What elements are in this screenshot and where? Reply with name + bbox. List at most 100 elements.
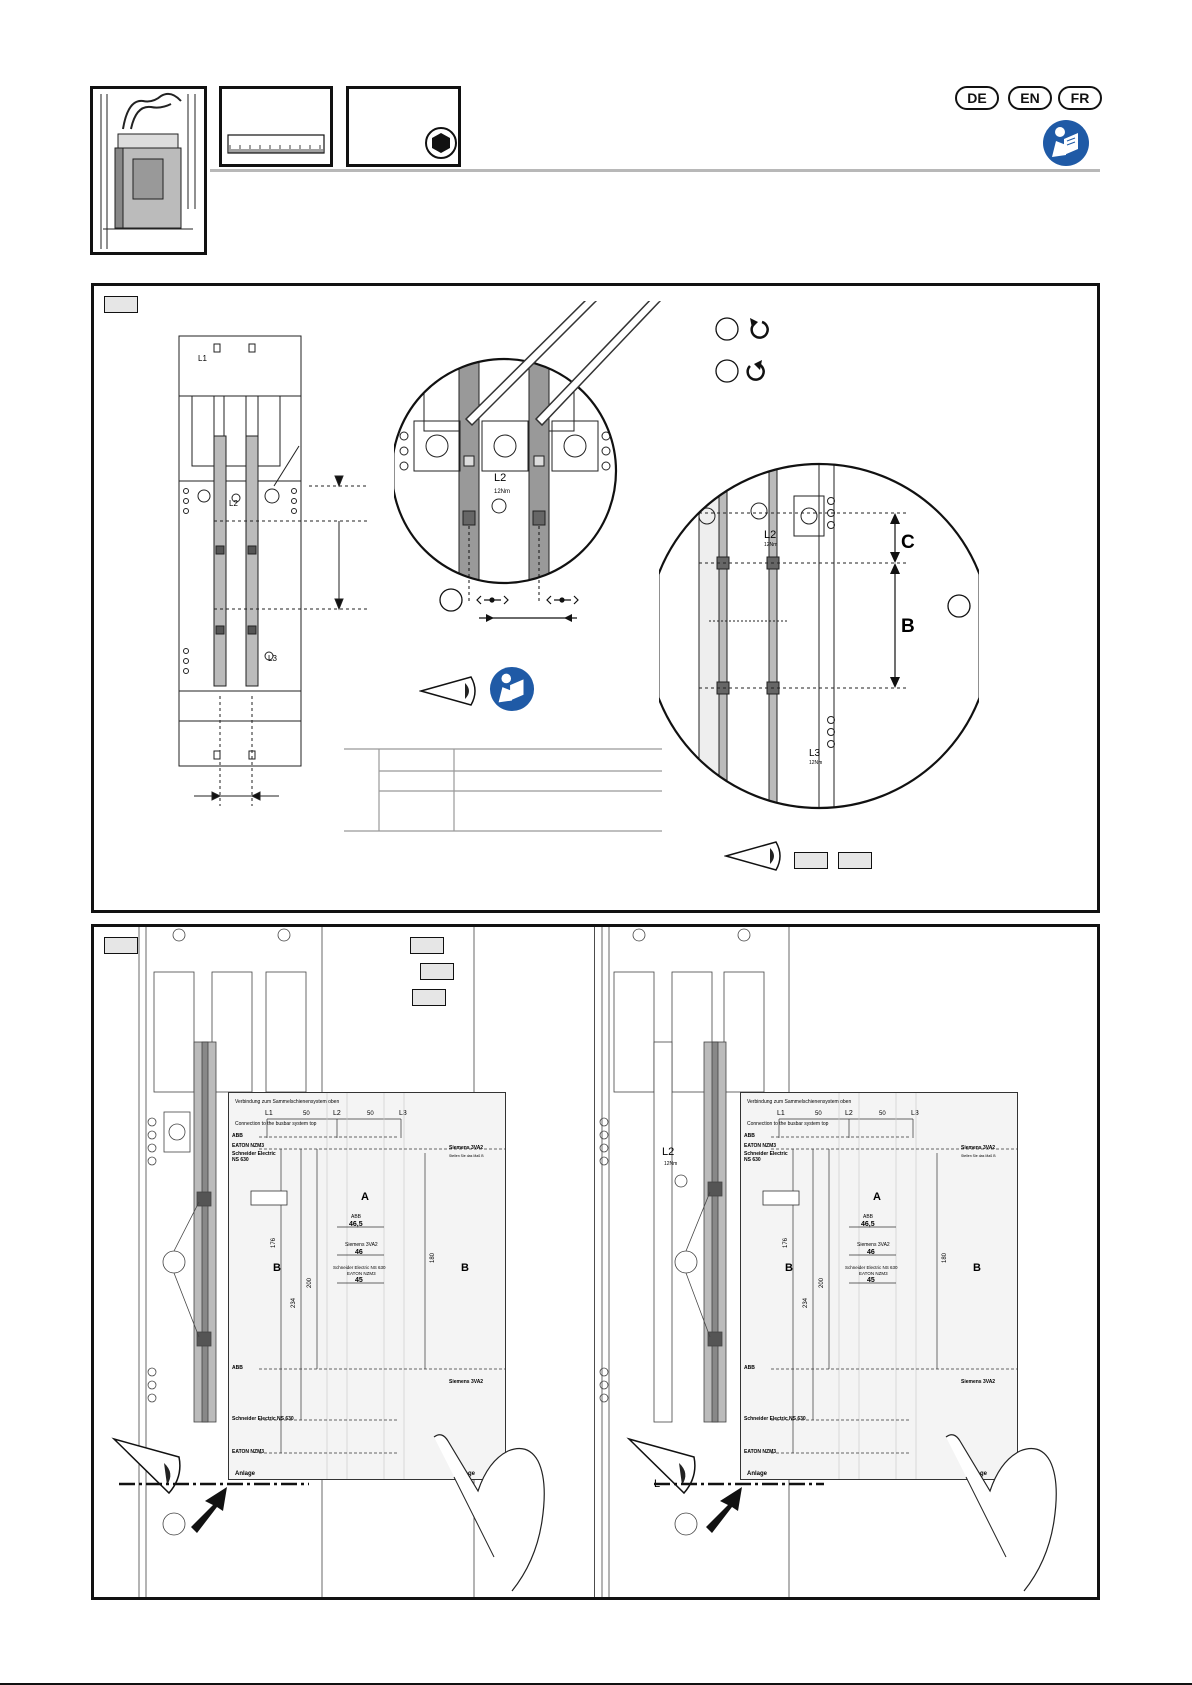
hex-tool-box (346, 86, 461, 167)
hand-holding-gauge-left (433, 1434, 545, 1592)
dim-siemens-label-2: Siemens 3VA2 (857, 1242, 890, 1248)
dim-schneider-eaton-value: 45 (355, 1277, 363, 1284)
gauge-phase-l2: L2 (333, 1110, 341, 1117)
ruler-icon (227, 134, 325, 154)
busbar-overview-drawing: L1 L2 L3 (178, 335, 369, 806)
dim-eaton-label-2: EATON NZM3 (859, 1271, 888, 1276)
dim-siemens-label: Siemens 3VA2 (345, 1242, 378, 1248)
dim-abb-value-2: 46,5 (861, 1221, 875, 1228)
right-phase-label-l3: L3 (809, 748, 821, 759)
gauge-brand-abb: ABB (232, 1133, 243, 1139)
detail-phase-label-l2: L2 (494, 472, 506, 484)
bottom-label-eaton: EATON NZM3 (232, 1449, 264, 1455)
anlage-label-left-2: Anlage (747, 1471, 768, 1477)
gauge-spacing-1: 50 (303, 1111, 310, 1117)
ruler-tool-box (219, 86, 333, 167)
dim-schneider-label-2: Schneider Electric NS 630 (845, 1265, 898, 1270)
bottom-label-abb: ABB (232, 1365, 243, 1371)
gauge-area-b-left: B (273, 1262, 281, 1274)
rotate-cw-step (715, 359, 765, 383)
gauge-brand-ns630-2: NS 630 (744, 1157, 761, 1163)
reference-box-c (412, 989, 446, 1006)
dimension-c-label: C (901, 532, 915, 553)
bottom-label-siemens: Siemens 3VA2 (449, 1379, 483, 1385)
spacing-indicator (439, 588, 579, 622)
gauge-brand-schneider-2: Schneider Electric (744, 1151, 788, 1157)
overview-phase-label-l3: L3 (268, 654, 277, 663)
dimension-b-label: B (901, 616, 915, 637)
detail-torque-label: 12Nm (494, 489, 510, 495)
anlage-label-left: Anlage (235, 1471, 256, 1477)
read-manual-icon-panel (489, 666, 535, 712)
gauge-brand-eaton: EATON NZM3 (232, 1143, 264, 1149)
gauge-spacing-2: 50 (367, 1111, 374, 1117)
reference-table (344, 748, 662, 832)
dim-180-2: 180 (942, 1252, 948, 1263)
gauge-area-a: A (361, 1191, 369, 1203)
gauge-phase-l1: L1 (265, 1110, 273, 1117)
gauge-phase-l3-2: L3 (911, 1110, 919, 1117)
measuring-gauge-right: Verbindung zum Sammelschienensystem oben… (740, 1092, 1018, 1480)
right-phase-label-l2: L2 (764, 529, 776, 541)
step-number-box-2 (104, 937, 138, 954)
bottom-label-abb-2: ABB (744, 1365, 755, 1371)
gauge-siemens-note: Stellen Sie das Maß B (449, 1154, 484, 1158)
header-divider (210, 169, 1100, 172)
footer-rule (0, 1683, 1192, 1685)
magnified-detail-right: L2 12Nm L3 12Nm C B (659, 462, 979, 810)
gauge-title-en: Connection to the busbar system top (235, 1121, 317, 1127)
gauge-brand-ns630: NS 630 (232, 1157, 249, 1163)
gauge-spacing-2-2: 50 (879, 1111, 886, 1117)
language-badge-en[interactable]: EN (1008, 86, 1052, 110)
overview-phase-label-l2: L2 (229, 499, 238, 508)
measuring-gauge-left: Verbindung zum Sammelschienensystem oben… (228, 1092, 506, 1480)
alignment-guide-left (111, 1437, 309, 1533)
dim-abb-label-2: ABB (863, 1214, 874, 1220)
bottom-label-schneider: Schneider Electric NS 630 (232, 1416, 294, 1422)
step-number-box (104, 296, 138, 313)
busbar-background-right: L2 12Nm L (594, 927, 790, 1597)
dim-176: 176 (271, 1237, 277, 1248)
right-half-torque: 12Nm (664, 1161, 677, 1167)
dim-abb-value: 46,5 (349, 1221, 363, 1228)
dim-siemens-value: 46 (355, 1249, 363, 1256)
read-manual-icon (1043, 120, 1089, 166)
gauge-brand-eaton-2: EATON NZM3 (744, 1143, 776, 1149)
hand-holding-gauge-right (945, 1434, 1057, 1592)
gauge-phase-l2-2: L2 (845, 1110, 853, 1117)
bottom-label-schneider-2: Schneider Electric NS 630 (744, 1416, 806, 1422)
gauge-area-b-right: B (461, 1262, 469, 1274)
magnified-detail-top: L2 12Nm (394, 301, 662, 601)
gauge-brand-schneider: Schneider Electric (232, 1151, 276, 1157)
view-eye-icon (419, 676, 476, 706)
gauge-title-de-2: Verbindung zum Sammelschienensystem oben (747, 1099, 851, 1105)
language-badge-de[interactable]: DE (955, 86, 999, 110)
dim-234-2: 234 (803, 1297, 809, 1308)
dim-abb-label: ABB (351, 1214, 362, 1220)
hex-socket-icon (425, 127, 457, 159)
dim-schneider-label: Schneider Electric NS 630 (333, 1265, 386, 1270)
overview-phase-label-l1: L1 (198, 354, 207, 363)
gauge-brand-siemens-2: Siemens 3VA2 (961, 1145, 995, 1151)
dim-200-2: 200 (819, 1277, 825, 1288)
dim-234: 234 (291, 1297, 297, 1308)
gauge-title-de: Verbindung zum Sammelschienensystem oben (235, 1099, 339, 1105)
header-product-thumbnail (90, 86, 207, 255)
reference-box-2 (838, 852, 872, 869)
gauge-area-a-2: A (873, 1191, 881, 1203)
dim-schneider-eaton-value-2: 45 (867, 1277, 875, 1284)
language-badge-fr[interactable]: FR (1058, 86, 1102, 110)
bottom-label-siemens-2: Siemens 3VA2 (961, 1379, 995, 1385)
gauge-brand-abb-2: ABB (744, 1133, 755, 1139)
gauge-area-b-right-2: B (973, 1262, 981, 1274)
gauge-phase-l1-2: L1 (777, 1110, 785, 1117)
dim-eaton-label: EATON NZM3 (347, 1271, 376, 1276)
circuit-breaker-illustration (100, 92, 196, 249)
right-torque-label: 12Nm (764, 542, 777, 548)
right-torque-label-l3: 12Nm (809, 760, 822, 766)
reference-box-b (420, 963, 454, 980)
dim-180: 180 (430, 1252, 436, 1263)
gauge-area-b-left-2: B (785, 1262, 793, 1274)
gauge-phase-l3: L3 (399, 1110, 407, 1117)
gauge-title-en-2: Connection to the busbar system top (747, 1121, 829, 1127)
